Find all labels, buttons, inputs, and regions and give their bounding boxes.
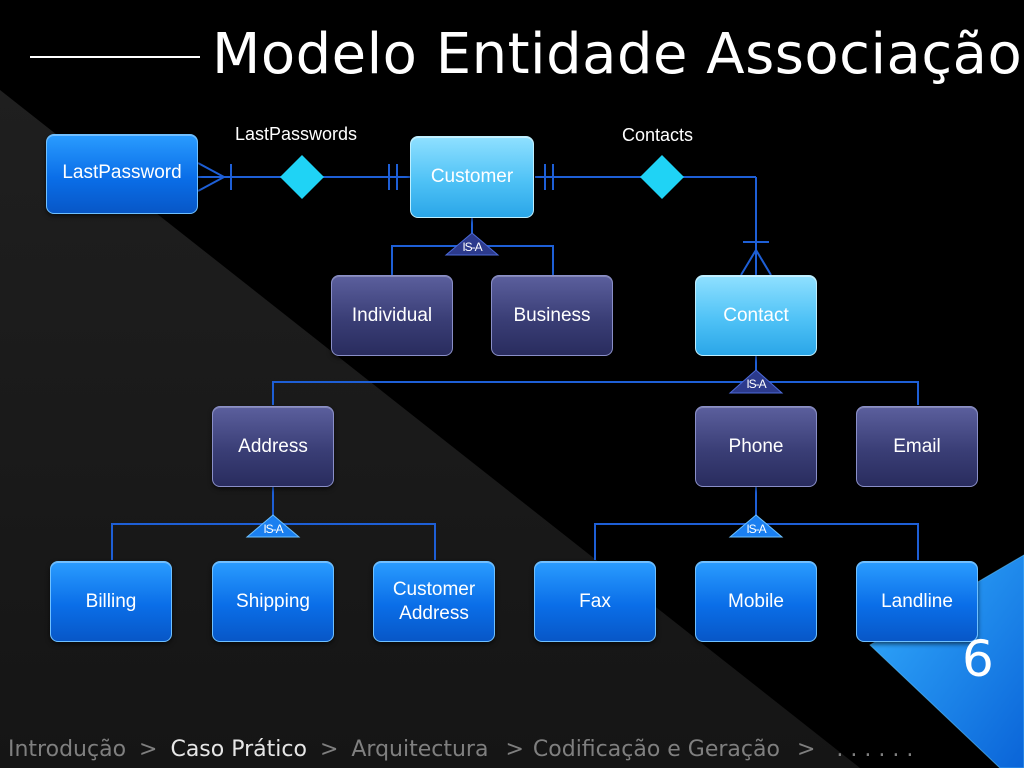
- isa-triangle-customer: IS-A: [444, 232, 500, 256]
- entity-label: Billing: [85, 590, 137, 612]
- entity-label: Email: [893, 435, 941, 457]
- isa-label: IS-A: [746, 377, 766, 391]
- isa-triangle-address: IS-A: [245, 514, 301, 538]
- isa-label: IS-A: [746, 522, 766, 536]
- entity-billing[interactable]: Billing: [50, 561, 172, 642]
- entity-individual[interactable]: Individual: [331, 275, 453, 356]
- entity-mobile[interactable]: Mobile: [695, 561, 817, 642]
- entity-label: Address: [399, 602, 469, 624]
- entity-business[interactable]: Business: [491, 275, 613, 356]
- relationship-label-lastpasswords: LastPasswords: [235, 124, 358, 144]
- entity-label: Address: [238, 435, 308, 457]
- breadcrumb-item-arquitectura[interactable]: Arquitectura: [351, 737, 489, 762]
- relationship-label-contacts: Contacts: [622, 125, 694, 145]
- breadcrumb-separator: >: [796, 737, 816, 762]
- entity-lastpassword[interactable]: LastPassword: [46, 134, 198, 214]
- isa-label: IS-A: [462, 240, 482, 254]
- title-rule: [30, 56, 200, 58]
- entity-label: Fax: [579, 590, 611, 612]
- entity-label: Phone: [728, 435, 784, 457]
- breadcrumb-separator: >: [505, 737, 524, 762]
- entity-contact[interactable]: Contact: [695, 275, 817, 356]
- entity-label: Landline: [881, 590, 953, 612]
- entity-shipping[interactable]: Shipping: [212, 561, 334, 642]
- isa-label: IS-A: [263, 522, 283, 536]
- isa-triangle-phone: IS-A: [728, 514, 784, 538]
- breadcrumb-item-codificacao[interactable]: Codificação e Geração: [532, 737, 780, 762]
- entity-email[interactable]: Email: [856, 406, 978, 487]
- entity-address[interactable]: Address: [212, 406, 334, 487]
- isa-triangle-contact: IS-A: [728, 369, 784, 394]
- page-title: Modelo Entidade Associação: [212, 22, 1023, 87]
- breadcrumb-separator: >: [319, 737, 339, 762]
- entity-label: Business: [513, 304, 591, 326]
- relationship-diamond-lastpasswords: [280, 155, 324, 199]
- entity-customer[interactable]: Customer: [410, 136, 534, 218]
- page-number: 6: [962, 630, 994, 688]
- entity-label: Mobile: [728, 590, 784, 612]
- entity-label: Individual: [351, 304, 433, 326]
- breadcrumb-item-caso-pratico[interactable]: Caso Prático: [170, 737, 307, 762]
- corner-accent: [870, 555, 1024, 768]
- entity-label: Customer: [392, 578, 476, 600]
- relationship-diamond-contacts: [640, 155, 684, 199]
- breadcrumb-item-more[interactable]: . . . . . .: [836, 737, 914, 762]
- breadcrumb-item-introducao[interactable]: Introdução: [8, 737, 127, 762]
- entity-fax[interactable]: Fax: [534, 561, 656, 642]
- breadcrumb: Introdução > Caso Prático > Arquitectura…: [8, 737, 913, 762]
- entity-landline[interactable]: Landline: [856, 561, 978, 642]
- entity-phone[interactable]: Phone: [695, 406, 817, 487]
- entity-label: LastPassword: [62, 162, 182, 183]
- breadcrumb-separator: >: [139, 737, 158, 762]
- entity-customer-address[interactable]: Customer Address: [373, 561, 495, 642]
- entity-label: Customer: [430, 166, 514, 187]
- entity-label: Contact: [723, 304, 789, 326]
- entity-label: Shipping: [236, 590, 310, 612]
